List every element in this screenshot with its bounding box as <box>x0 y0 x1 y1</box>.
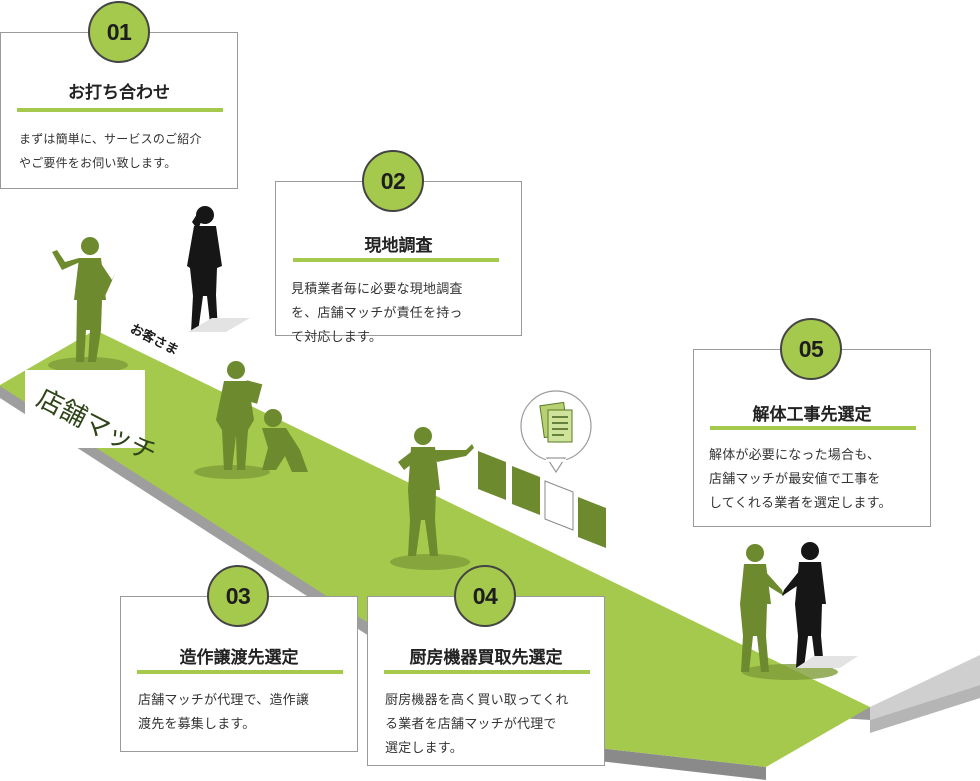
figure-shadow <box>48 357 128 373</box>
title-underline <box>384 670 590 674</box>
grey-path <box>870 655 980 720</box>
document-list-icon <box>539 401 573 443</box>
step-title: 解体工事先選定 <box>752 405 872 425</box>
agent-figure-presenting <box>398 427 474 556</box>
step-title: 造作譲渡先選定 <box>179 648 299 668</box>
figure-shadow <box>390 554 470 570</box>
step-number-badge: 05 <box>780 318 842 380</box>
title-underline <box>17 108 223 112</box>
step-title: 厨房機器買取先選定 <box>409 648 563 668</box>
customer-figure-phone <box>187 206 222 332</box>
figure-shadow <box>194 465 270 479</box>
partner-shadow <box>796 656 858 668</box>
step-description: 解体が必要になった場合も、 店舗マッチが最安値で工事を してくれる業者を選定しま… <box>709 448 892 511</box>
agent-figure-handshake <box>740 544 784 672</box>
title-underline <box>293 258 499 262</box>
grey-path-side <box>870 685 980 733</box>
step-description: 店舗マッチが代理で、造作譲 渡先を募集します。 <box>138 693 310 732</box>
path-side-front <box>555 743 766 780</box>
panel <box>544 480 574 531</box>
inspector-figure <box>216 361 263 470</box>
step-number-badge: 01 <box>88 1 150 63</box>
title-underline <box>137 670 343 674</box>
step-description: まずは簡単に、サービスのご紹介 やご要件をお伺い致します。 <box>19 132 202 170</box>
panel <box>578 497 606 548</box>
step-number-badge: 03 <box>207 565 269 627</box>
label-block <box>25 370 145 448</box>
customer-shadow <box>188 318 250 332</box>
title-underline <box>710 426 916 430</box>
step-description: 厨房機器を高く買い取ってくれ る業者を店舗マッチが代理で 選定します。 <box>385 693 569 756</box>
panel <box>478 451 506 500</box>
step-description: 見積業者毎に必要な現地調査 を、店舗マッチが責任を持っ て対応します。 <box>291 282 463 345</box>
step-title: お打ち合わせ <box>68 83 170 103</box>
document-panels <box>478 451 606 548</box>
step-number-badge: 04 <box>454 565 516 627</box>
partner-figure-handshake <box>782 542 826 668</box>
panel <box>512 466 540 515</box>
agent-figure-waving <box>52 237 116 362</box>
step-number-badge: 02 <box>362 150 424 212</box>
step-title: 現地調査 <box>364 236 433 256</box>
worker-figure-crouching <box>262 409 308 472</box>
